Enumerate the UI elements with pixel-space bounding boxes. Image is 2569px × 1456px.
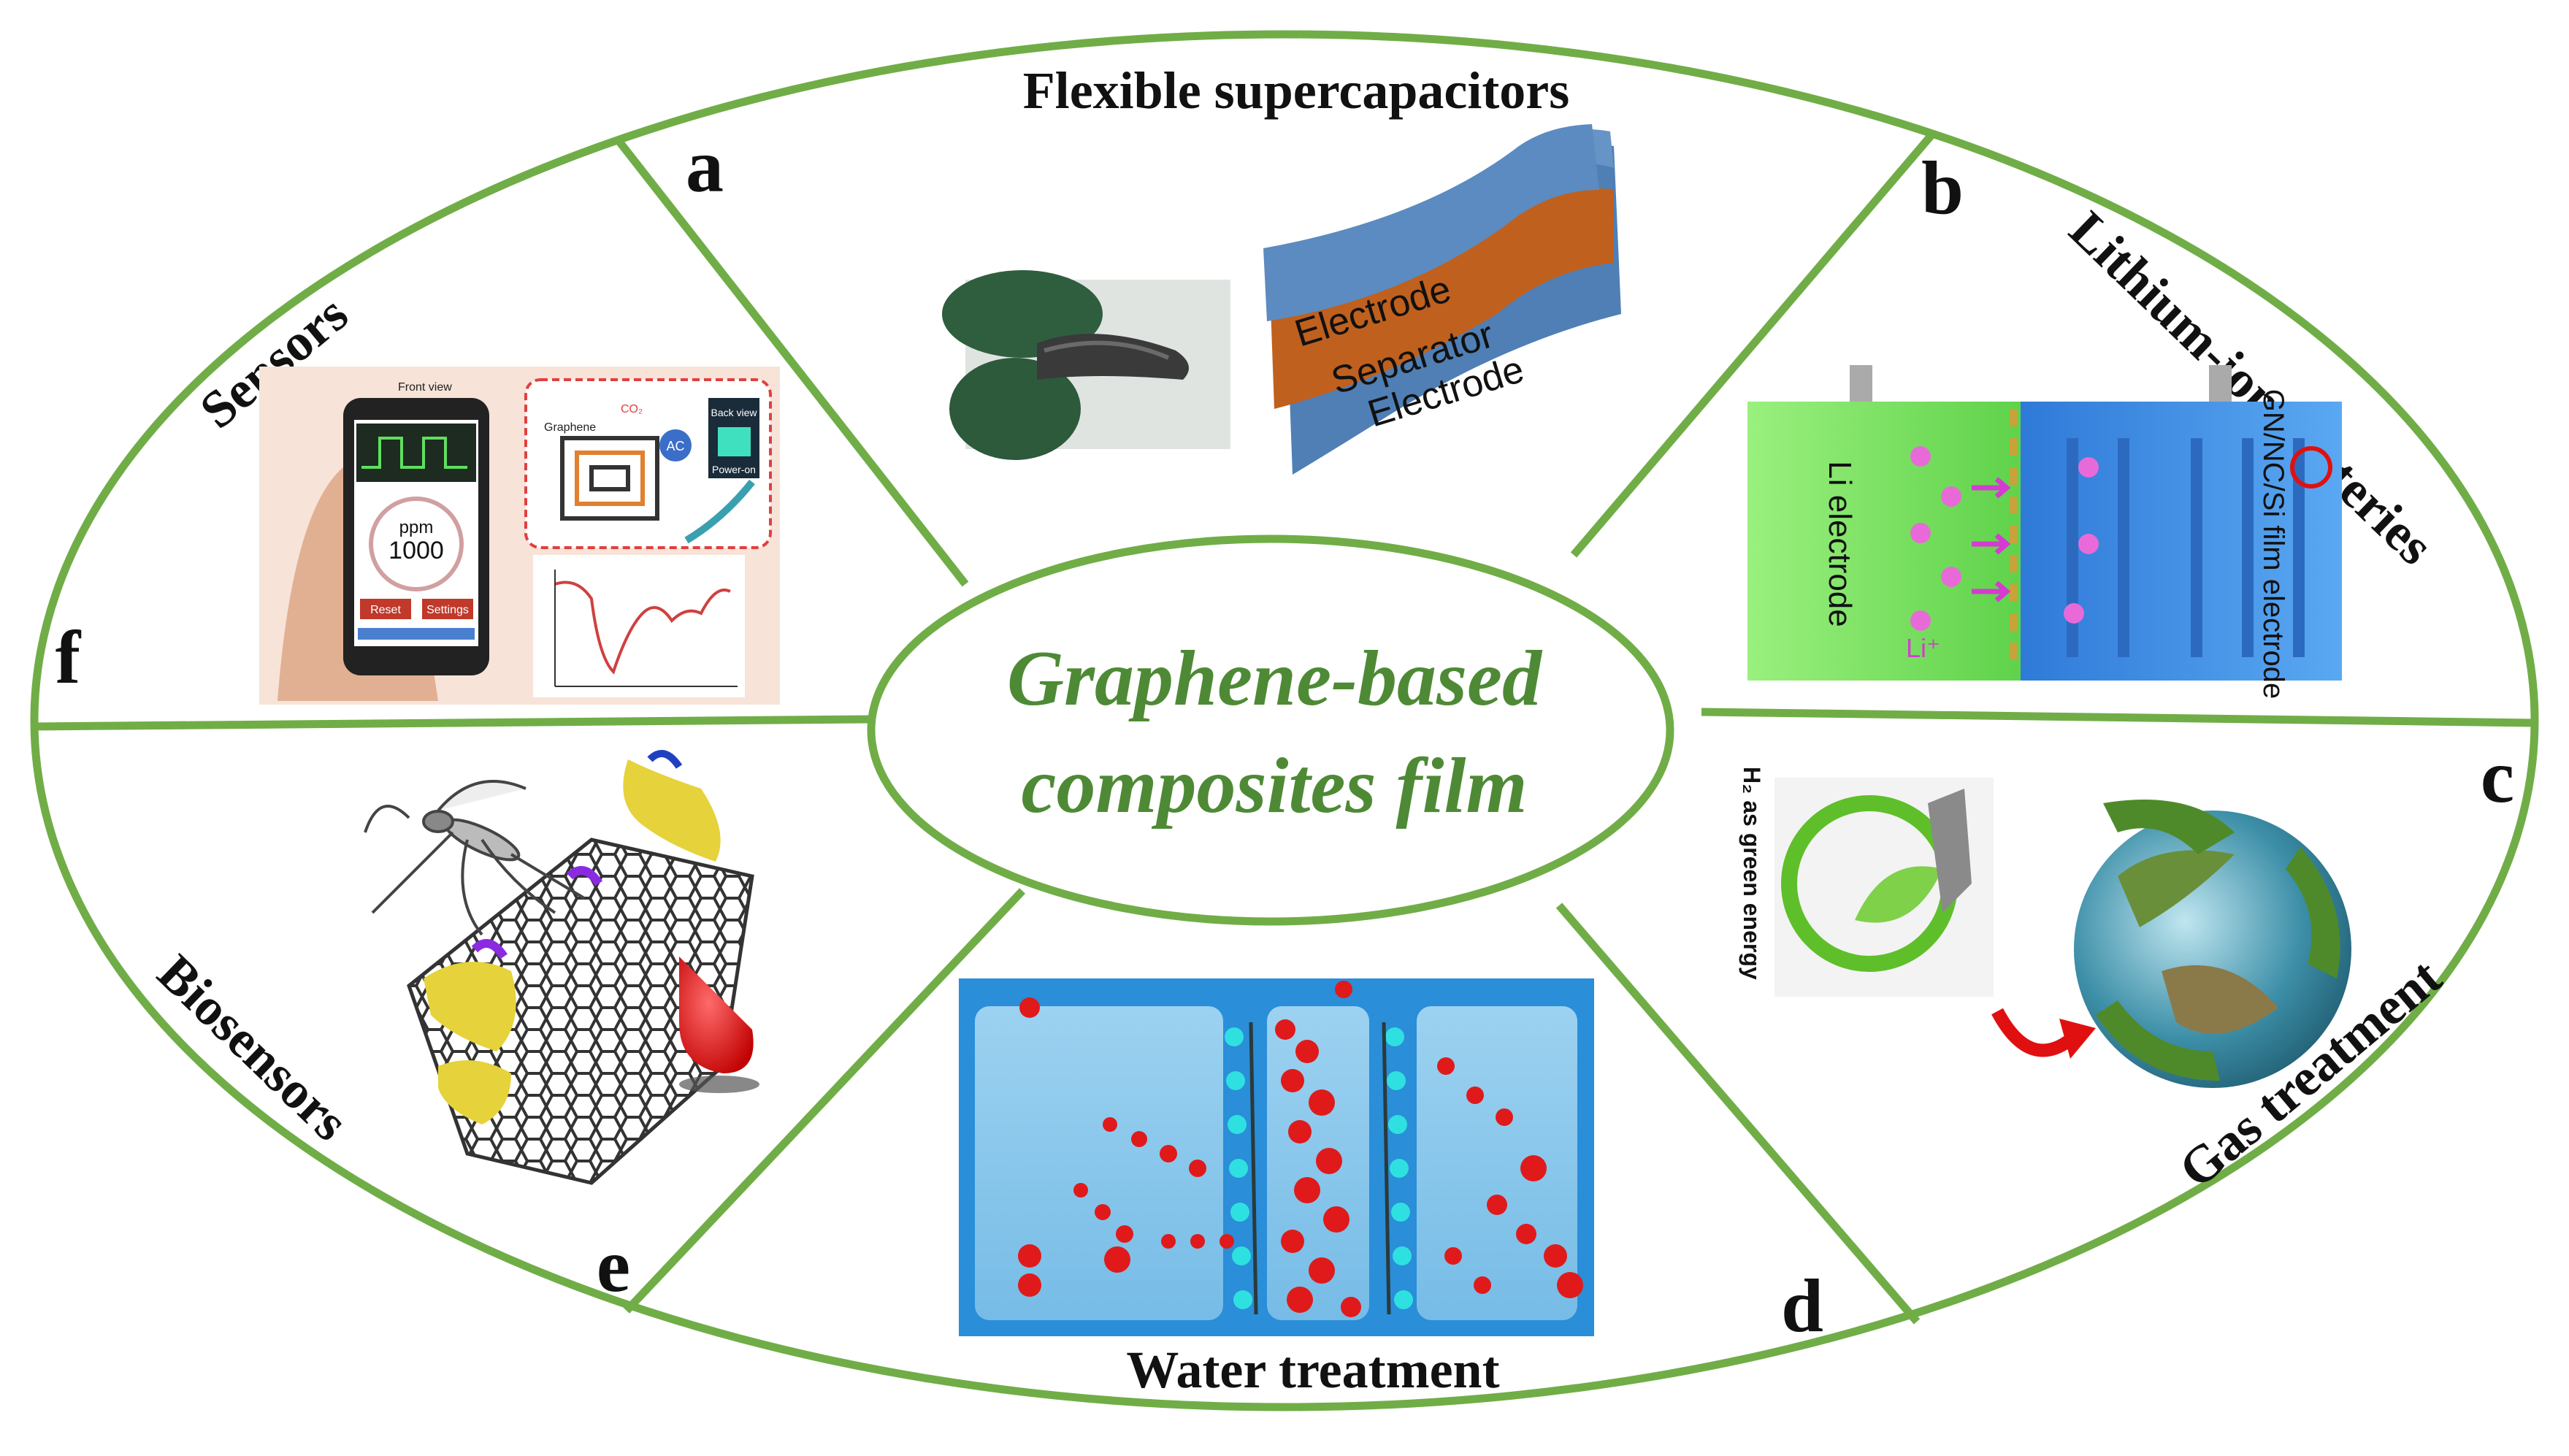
section-a-title: Flexible supercapacitors — [1023, 61, 1570, 120]
divider-d-e — [623, 888, 1026, 1314]
phone-value: 1000 — [388, 537, 444, 564]
section-e: e Biosensors — [147, 750, 759, 1308]
phone-settings-btn: Settings — [426, 604, 469, 616]
device-power-on: Power-on — [712, 464, 756, 475]
center-title-line1: Graphene-based — [1007, 635, 1543, 722]
divider-e-f — [34, 715, 870, 731]
section-c-letter: c — [2481, 735, 2514, 819]
section-b-letter: b — [1921, 146, 1964, 230]
recycle-arrow — [1991, 1008, 2078, 1057]
h2-label: H₂ as green energy — [1739, 767, 1765, 980]
section-e-letter: e — [597, 1224, 630, 1308]
li-electrode-label: Li electrode — [1822, 461, 1858, 627]
mosquito-icon — [364, 780, 586, 936]
li-ion-label: Li⁺ — [1906, 633, 1940, 663]
device-back-view: Back view — [711, 407, 757, 418]
device-gas-label: CO₂ — [621, 403, 643, 415]
section-d-title: Water treatment — [1126, 1341, 1499, 1399]
front-view-label: Front view — [398, 381, 452, 394]
center-ellipse — [867, 534, 1674, 926]
gn-electrode-label: GN/NC/Si film electrode — [2257, 389, 2289, 700]
section-f-letter: f — [55, 616, 82, 700]
phone-unit: ppm — [399, 518, 434, 537]
center-title-line2: composites film — [1022, 743, 1528, 829]
sensor-panel: ppm 1000 Reset Settings Front view AC Gr… — [259, 367, 780, 705]
water-membrane-diagram — [959, 978, 1594, 1336]
section-c: c Gas treatment H₂ as green energy — [1739, 735, 2514, 1199]
phone-reset-btn: Reset — [370, 604, 401, 616]
section-f: f Sensors ppm 1000 Reset Settings Front … — [55, 284, 780, 705]
section-d: d Water treatment — [959, 978, 1823, 1399]
green-energy-icon — [1774, 778, 1994, 997]
device-ac-label: AC — [666, 439, 684, 453]
graphene-sheet-biosensor — [407, 750, 759, 1185]
divider-c-d — [1555, 903, 1921, 1325]
supercapacitor-layers: Electrode Separator Electrode — [1263, 124, 1621, 475]
outer-frame — [30, 30, 2539, 1411]
device-graphene-label: Graphene — [544, 421, 596, 434]
section-a-letter: a — [686, 124, 724, 208]
center-title: Graphene-based composites film — [1007, 635, 1543, 829]
outer-ellipse — [30, 30, 2539, 1411]
divider-a-f — [613, 136, 969, 587]
earth-globe — [2074, 800, 2351, 1088]
flexible-film-photo — [942, 270, 1230, 460]
section-d-letter: d — [1781, 1264, 1823, 1348]
divider-b-c — [1701, 708, 2535, 727]
section-a: Flexible supercapacitors a Electrode Sep… — [686, 61, 1621, 475]
battery-diagram: Li electrode GN/NC/Si film electrode Li⁺ — [1747, 365, 2342, 699]
divider-a-b — [1570, 132, 1935, 558]
section-e-title: Biosensors — [147, 943, 360, 1152]
